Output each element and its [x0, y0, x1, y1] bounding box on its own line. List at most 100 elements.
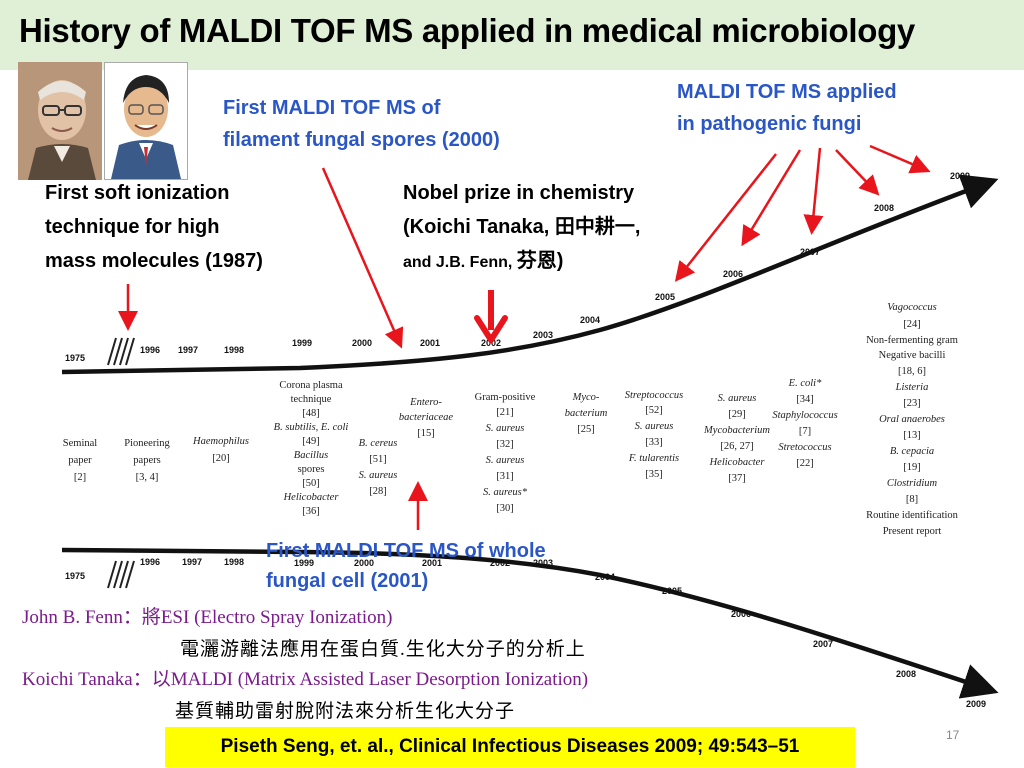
year-label: 2008	[874, 203, 894, 213]
callout-line: First MALDI TOF MS of whole	[266, 540, 546, 562]
arrow-fungi-2008	[835, 149, 880, 196]
entry-text: Negative bacilli	[879, 350, 946, 361]
slide-title: History of MALDI TOF MS applied in medic…	[19, 12, 915, 49]
year-label: 1996	[140, 557, 160, 567]
year-label: 2002	[490, 558, 510, 568]
entry-text: [8]	[906, 494, 918, 505]
entry-text: B. cereus	[359, 438, 398, 449]
entry-enterobacteriaceae: Entero- bacteriaceae [15]	[399, 397, 454, 439]
callout-line: Nobel prize in chemistry	[403, 182, 635, 204]
entry-text: [30]	[496, 503, 514, 514]
entry-text: Routine identification	[866, 510, 959, 521]
entry-text: [19]	[903, 462, 921, 473]
entry-haemophilus: Haemophilus [20]	[192, 436, 249, 464]
callout-line: MALDI TOF MS applied	[677, 81, 897, 103]
year-label: 2001	[420, 338, 440, 348]
year-label: 1999	[292, 338, 312, 348]
year-label: 2000	[354, 558, 374, 568]
year-label: 2009	[966, 699, 986, 709]
entry-text: Myco-	[572, 392, 600, 403]
upper-years: 1975 1996 1997 1998 1999 2000 2001 2002 …	[65, 171, 970, 363]
nobel-arrow	[474, 290, 508, 343]
entry-text: Helicobacter	[283, 492, 340, 503]
year-label: 2008	[896, 669, 916, 679]
entry-mycobacterium: Myco- bacterium [25]	[565, 392, 608, 435]
arrow-fungi-2005	[674, 153, 777, 282]
entry-text: [23]	[903, 398, 921, 409]
callout-text: 芬恩)	[516, 250, 564, 272]
year-label: 1997	[182, 557, 202, 567]
entry-text: Corona plasma	[279, 380, 343, 391]
callout-line: and J.B. Fenn, 芬恩)	[403, 244, 640, 280]
entry-text: [29]	[728, 409, 746, 420]
entry-gram-positive: Gram-positive [21] S. aureus [32] S. aur…	[475, 392, 536, 514]
year-label: 1998	[224, 557, 244, 567]
soft-ionization-callout: First soft ionization technique for high…	[45, 176, 263, 278]
entry-text: [50]	[302, 478, 320, 489]
entry-text: S. aureus	[635, 421, 674, 432]
entry-text: [34]	[796, 394, 814, 405]
entry-text: Oral anaerobes	[879, 414, 945, 425]
callout-line: technique for high	[45, 216, 220, 238]
entry-text: Clostridium	[887, 478, 938, 489]
entry-text: [21]	[496, 407, 514, 418]
arrow-filament-spores	[321, 167, 404, 349]
entry-text: [31]	[496, 471, 514, 482]
entry-text: [51]	[369, 454, 387, 465]
callout-line: First soft ionization	[45, 182, 230, 204]
entry-text: B. cepacia	[890, 446, 934, 457]
entry-text: [24]	[903, 319, 921, 330]
entry-text: S. aureus	[718, 393, 757, 404]
year-label: 2004	[580, 315, 600, 325]
entry-text: [33]	[645, 437, 663, 448]
year-label: 1997	[178, 345, 198, 355]
entry-corona: Corona plasma technique [48] B. subtilis…	[274, 380, 349, 517]
entry-text: [15]	[417, 428, 435, 439]
upper-timeline-curve	[61, 174, 999, 375]
entry-text: Haemophilus	[192, 436, 249, 447]
year-label: 2007	[813, 639, 833, 649]
year-label: 1999	[294, 558, 314, 568]
entry-right-column: Vagococcus [24] Non-fermenting gram Nega…	[866, 302, 959, 537]
entry-text: [35]	[645, 469, 663, 480]
fenn-note-chinese: 電灑游離法應用在蛋白質.生化大分子的分析上	[180, 639, 586, 660]
whole-cell-callout: First MALDI TOF MS of whole fungal cell …	[266, 536, 546, 596]
lower-years: 1975 1996 1997 1998 1999 2000 2001 2002 …	[65, 557, 986, 709]
entry-text: E. coli*	[788, 378, 822, 389]
entry-text: Seminal	[63, 438, 97, 449]
entry-text: [49]	[302, 436, 320, 447]
year-label: 2006	[723, 269, 743, 279]
entry-text: Staphylococcus	[772, 410, 837, 421]
entry-text: Gram-positive	[475, 392, 536, 403]
entry-text: [36]	[302, 506, 320, 517]
year-label: 1996	[140, 345, 160, 355]
year-label: 2005	[662, 586, 682, 596]
year-label: 2005	[655, 292, 675, 302]
arrow-fungi-2007	[803, 147, 824, 235]
entry-text: [25]	[577, 424, 595, 435]
entry-text: [28]	[369, 486, 387, 497]
fenn-portrait	[18, 62, 102, 180]
year-label: 2001	[422, 558, 442, 568]
entry-text: [2]	[74, 472, 86, 483]
tanaka-portrait	[104, 62, 188, 180]
portrait-photos	[18, 62, 188, 182]
timeline-break-lower	[107, 560, 135, 589]
arrow-fungi-2006	[741, 149, 802, 247]
tanaka-note: Koichi Tanaka：以MALDI (Matrix Assisted La…	[22, 669, 589, 690]
entry-streptococcus: Streptococcus [52] S. aureus [33] F. tul…	[625, 390, 684, 480]
entry-text: S. aureus	[486, 455, 525, 466]
entry-pioneering: Pioneering papers [3, 4]	[124, 438, 170, 483]
title-bar	[0, 0, 1024, 70]
entry-text: F. tularentis	[628, 453, 679, 464]
callout-line: (Koichi Tanaka, 田中耕一,	[403, 216, 641, 238]
entry-text: [3, 4]	[136, 472, 159, 483]
entry-text: [32]	[496, 439, 514, 450]
page-number: 17	[946, 728, 960, 742]
year-label: 2007	[800, 247, 820, 257]
entry-text: Streptococcus	[625, 390, 684, 401]
entry-bcereus: B. cereus [51] S. aureus [28]	[359, 438, 398, 497]
entry-text: papers	[133, 455, 160, 466]
entry-text: [13]	[903, 430, 921, 441]
timeline-break-upper	[107, 337, 135, 366]
